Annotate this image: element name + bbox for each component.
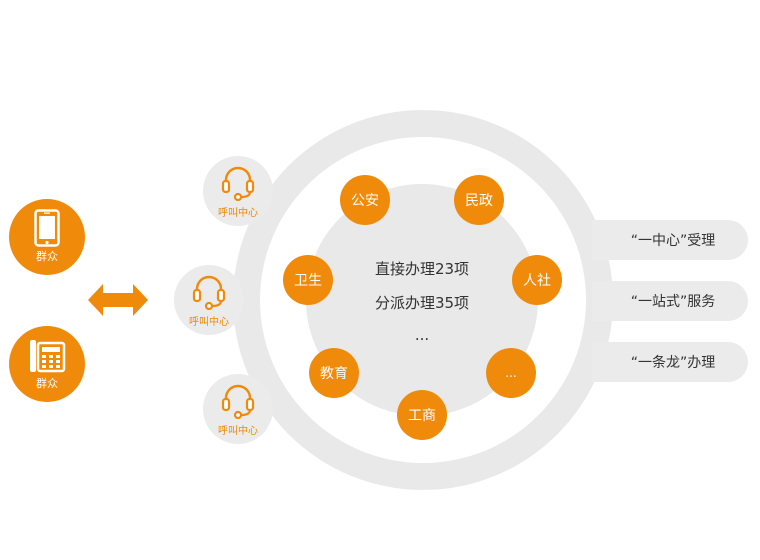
call-center-label: 呼叫中心 [218,208,258,219]
dept-education: 教育 [309,348,359,398]
call-center-middle: 呼叫中心 [174,265,244,335]
feature-one-dragon: “一条龙”办理 [592,342,748,382]
dept-health: 卫生 [283,255,333,305]
center-dispatch-count: 分派办理35项 [374,294,470,312]
dept-commerce: 工商 [397,390,447,440]
user-landline: 群众 [9,326,85,402]
landline-phone-icon [30,340,66,373]
feature-one-stop: “一站式”服务 [592,281,748,321]
headset-icon [221,166,255,201]
feature-one-center: “一中心”受理 [592,220,748,260]
dept-human-resources: 人社 [512,255,562,305]
dept-public-security: 公安 [340,175,390,225]
user-label: 群众 [36,250,58,263]
call-center-label: 呼叫中心 [218,426,258,437]
headset-icon [192,275,226,310]
call-center-top: 呼叫中心 [203,156,273,226]
mobile-phone-icon [34,209,60,247]
user-mobile: 群众 [9,199,85,275]
user-label: 群众 [36,377,58,390]
call-center-label: 呼叫中心 [189,317,229,328]
headset-icon [221,384,255,419]
center-direct-count: 直接办理23项 [374,260,470,278]
dept-civil-affairs: 民政 [454,175,504,225]
center-more: ... [414,326,430,344]
double-arrow-icon [88,284,148,316]
dept-more: ... [486,348,536,398]
call-center-bottom: 呼叫中心 [203,374,273,444]
